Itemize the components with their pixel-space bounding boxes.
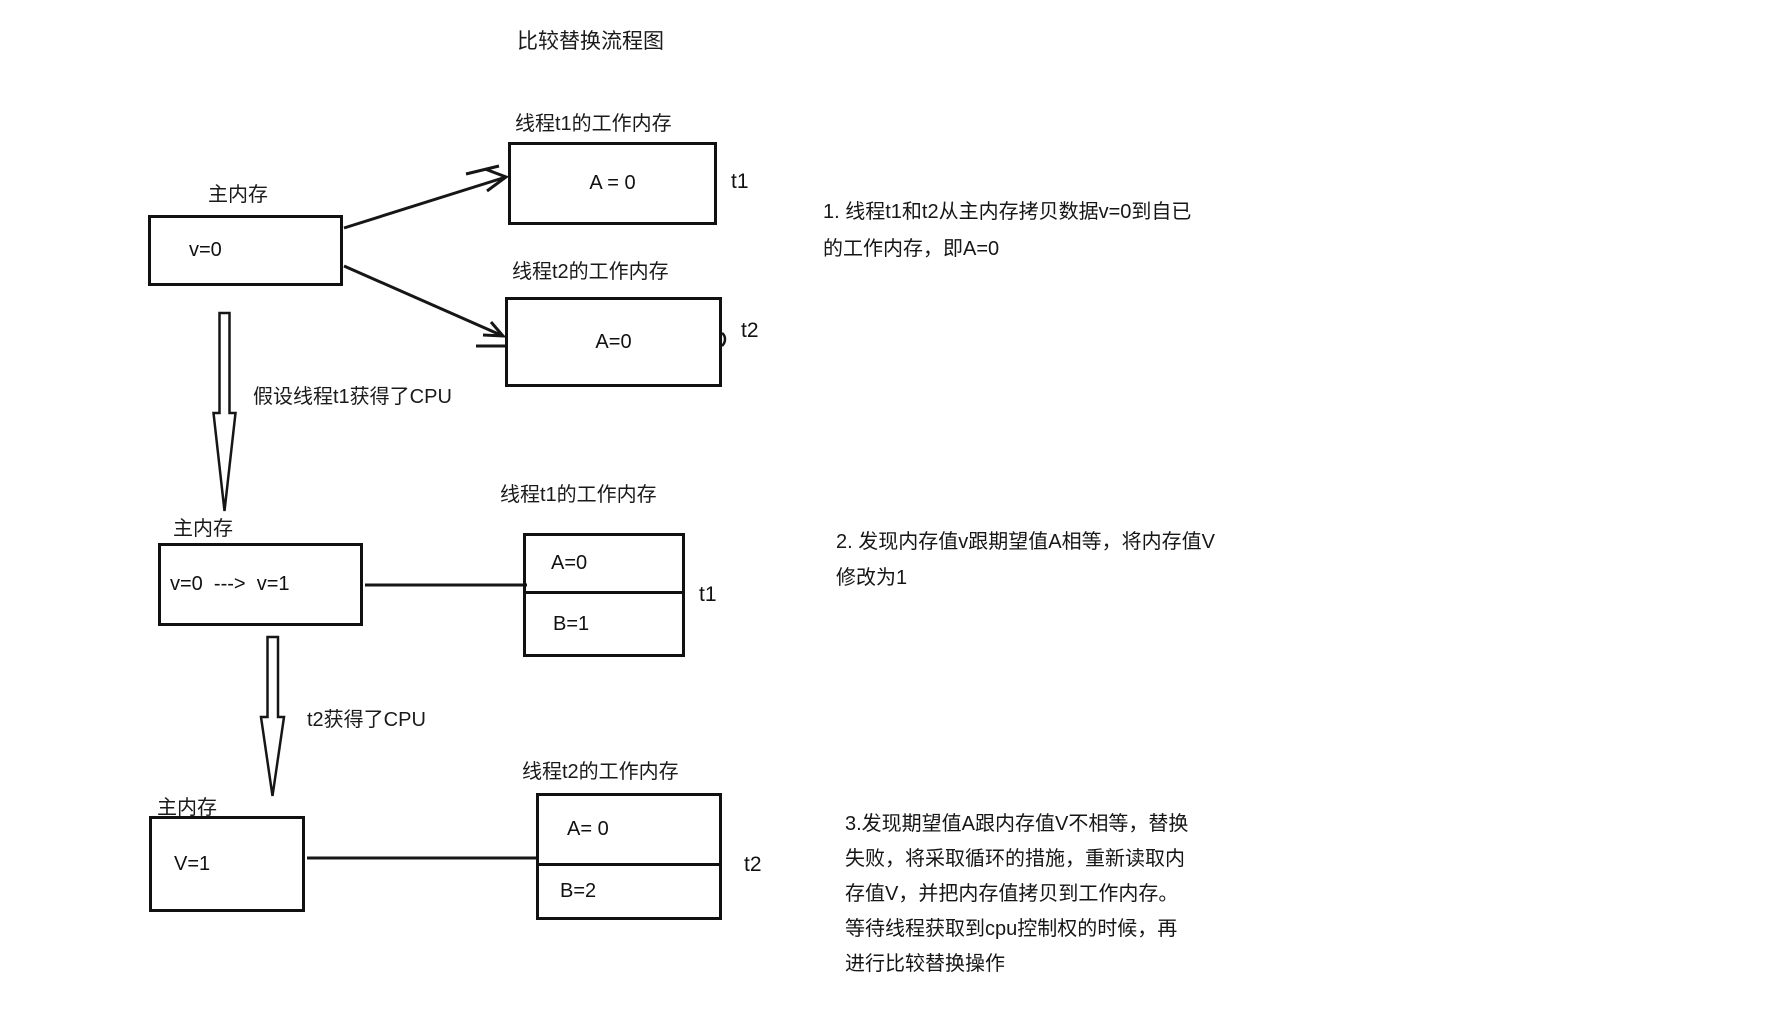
transition1-label: 假设线程t1获得了CPU — [253, 386, 452, 408]
arrow-main-to-t1-icon — [343, 164, 510, 230]
step1-t1-memory-box: A = 0 — [508, 142, 717, 225]
diagram-title: 比较替换流程图 — [517, 30, 664, 53]
step1-t1-memory-value: A = 0 — [589, 172, 636, 194]
step1-t2-memory-box: A=0 — [505, 297, 722, 387]
note-line: 1. 线程t1和t2从主内存拷贝数据v=0到自已 — [823, 201, 1192, 223]
down-arrow-1-icon — [212, 311, 237, 512]
step3-main-memory-box: V=1 — [149, 816, 305, 912]
step1-t1-memory-label: 线程t1的工作内存 — [515, 113, 672, 135]
note-line: 失败，将采取循环的措施，重新读取内 — [845, 848, 1185, 870]
step3-t2-a-value: A= 0 — [567, 818, 609, 840]
tick-on-t2box-edge — [721, 332, 727, 347]
step3-t2-row-b: B=2 — [539, 866, 719, 917]
note-line: 存值V，并把内存值拷贝到工作内存。 — [845, 883, 1179, 905]
step3-t2-tag: t2 — [744, 853, 762, 876]
step1-main-memory-value: v=0 — [189, 239, 222, 261]
note-line: 2. 发现内存值v跟期望值A相等，将内存值V — [836, 531, 1215, 553]
step1-main-memory-box: v=0 — [148, 215, 343, 286]
down-arrow-2-icon — [259, 635, 286, 797]
step2-t1-memory-label: 线程t1的工作内存 — [500, 484, 657, 506]
arrow-main-to-t2-icon — [343, 264, 507, 348]
transition2-label: t2获得了CPU — [307, 709, 426, 731]
step1-t2-memory-label: 线程t2的工作内存 — [512, 261, 669, 283]
step2-t1-a-value: A=0 — [551, 552, 588, 574]
step2-t1-tag: t1 — [699, 583, 717, 606]
step2-note: 2. 发现内存值v跟期望值A相等，将内存值V 修改为1 — [836, 524, 1215, 596]
step1-main-memory-label: 主内存 — [208, 184, 268, 206]
step1-note: 1. 线程t1和t2从主内存拷贝数据v=0到自已 的工作内存，即A=0 — [823, 194, 1191, 268]
note-line: 3.发现期望值A跟内存值V不相等，替换 — [845, 813, 1189, 835]
step1-t2-memory-value: A=0 — [595, 330, 632, 353]
step3-main-memory-label: 主内存 — [157, 797, 217, 819]
note-line: 修改为1 — [836, 567, 908, 589]
step3-t2-memory-label: 线程t2的工作内存 — [522, 761, 679, 783]
step3-t2-row-a: A= 0 — [539, 796, 719, 866]
step2-main-memory-box: v=0 ---> v=1 — [158, 543, 363, 626]
step2-t1-memory-box: A=0 B=1 — [523, 533, 685, 657]
step1-t1-tag: t1 — [731, 170, 749, 193]
step3-t2-memory-box: A= 0 B=2 — [536, 793, 722, 920]
step2-t1-row-b: B=1 — [526, 594, 682, 654]
step2-main-memory-value: v=0 ---> v=1 — [170, 573, 290, 595]
step2-t1-row-a: A=0 — [526, 536, 682, 594]
step1-t2-tag: t2 — [741, 319, 759, 342]
step3-note: 3.发现期望值A跟内存值V不相等，替换 失败，将采取循环的措施，重新读取内 存值… — [845, 807, 1188, 982]
note-line: 等待线程获取到cpu控制权的时候，再 — [845, 918, 1178, 940]
step3-main-memory-value: V=1 — [174, 852, 211, 875]
step2-main-memory-label: 主内存 — [173, 518, 233, 540]
note-line: 进行比较替换操作 — [845, 953, 1005, 975]
step2-t1-b-value: B=1 — [553, 612, 590, 635]
step3-t2-b-value: B=2 — [560, 880, 597, 902]
note-line: 的工作内存，即A=0 — [823, 238, 1000, 260]
